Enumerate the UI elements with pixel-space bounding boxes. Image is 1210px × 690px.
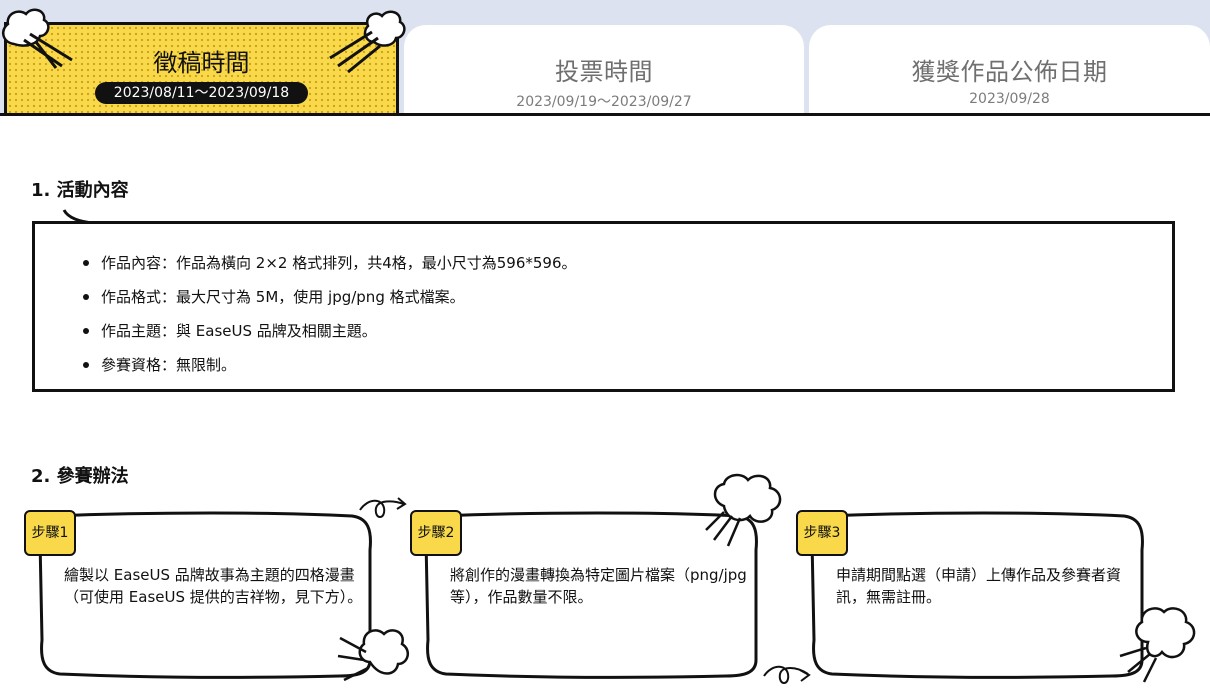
step-description: 申請期間點選（申請）上傳作品及參賽者資訊，無需註冊。	[836, 566, 1122, 606]
tab-title: 獲獎作品公佈日期	[911, 58, 1108, 86]
card-frame	[810, 511, 1144, 679]
smoke-burst-icon	[337, 629, 410, 682]
tab-voting-period[interactable]: 投票時間 2023/09/19～2023/09/27	[404, 25, 804, 115]
step-card-2: 步驟2 將創作的漫畫轉換為特定圖片檔案（png/jpg等），作品數量不限。	[410, 510, 760, 680]
tab-title: 徵稿時間	[153, 49, 250, 77]
tab-submission-period[interactable]: 徵稿時間 2023/08/11～2023/09/18	[4, 22, 399, 115]
list-item: 參賽資格：無限制。	[81, 348, 577, 382]
tab-title: 投票時間	[555, 58, 653, 86]
smoke-burst-icon	[1119, 607, 1196, 683]
smoke-burst-icon	[329, 10, 406, 74]
step-card-3: 步驟3 申請期間點選（申請）上傳作品及參賽者資訊，無需註冊。	[796, 510, 1146, 680]
step-description: 將創作的漫畫轉換為特定圖片檔案（png/jpg等），作品數量不限。	[450, 566, 747, 606]
activity-list: 作品內容：作品為橫向 2×2 格式排列，共4格，最小尺寸為596*596。 作品…	[81, 246, 577, 382]
step-badge: 步驟1	[24, 510, 76, 556]
tab-date: 2023/09/19～2023/09/27	[516, 94, 692, 110]
tab-winners-announcement[interactable]: 獲獎作品公佈日期 2023/09/28	[809, 25, 1210, 115]
step-description: 繪製以 EaseUS 品牌故事為主題的四格漫畫（可使用 EaseUS 提供的吉祥…	[64, 566, 363, 606]
tab-date-badge: 2023/08/11～2023/09/18	[94, 82, 309, 104]
step-card-1: 步驟1 繪製以 EaseUS 品牌故事為主題的四格漫畫（可使用 EaseUS 提…	[24, 510, 374, 680]
step-badge: 步驟2	[410, 510, 462, 556]
list-item: 作品格式：最大尺寸為 5M，使用 jpg/png 格式檔案。	[81, 280, 577, 314]
tab-date: 2023/09/28	[969, 91, 1050, 107]
list-item: 作品主題：與 EaseUS 品牌及相關主題。	[81, 314, 577, 348]
curly-arrow-icon	[359, 497, 407, 518]
section-title-activity: 1. 活動內容	[31, 180, 129, 201]
smoke-burst-icon	[1, 8, 73, 69]
curly-arrow-icon	[763, 665, 811, 684]
activity-content-box: 作品內容：作品為橫向 2×2 格式排列，共4格，最小尺寸為596*596。 作品…	[32, 221, 1175, 392]
card-frame	[38, 511, 372, 679]
section-title-participation: 2. 參賽辦法	[31, 466, 129, 487]
card-frame	[424, 511, 758, 679]
tabs-baseline	[0, 113, 1210, 116]
list-item: 作品內容：作品為橫向 2×2 格式排列，共4格，最小尺寸為596*596。	[81, 246, 577, 280]
step-badge: 步驟3	[796, 510, 848, 556]
smoke-burst-icon	[705, 473, 782, 547]
